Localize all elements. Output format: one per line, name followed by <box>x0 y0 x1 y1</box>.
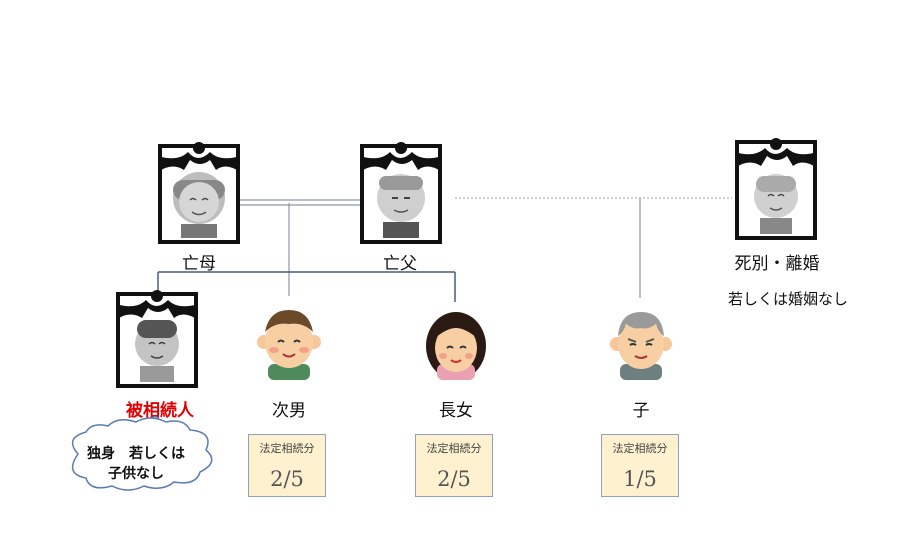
cloud-line-2: 子供なし <box>108 466 164 482</box>
child-share-value: 1/5 <box>623 467 657 491</box>
ex-spouse-note: 若しくは婚姻なし <box>728 290 849 308</box>
ex-spouse-memorial-portrait <box>735 138 817 240</box>
share-heading: 法定相続分 <box>426 442 482 455</box>
mother-memorial-portrait <box>158 142 240 244</box>
share-heading: 法定相続分 <box>259 442 315 455</box>
second-son-label: 次男 <box>272 401 306 421</box>
eldest-daughter-avatar <box>426 312 486 380</box>
father-label: 亡父 <box>383 254 417 274</box>
second-son-avatar <box>257 310 321 380</box>
child-label: 子 <box>632 401 650 421</box>
cloud-text: 独身 若しくは 子供なし <box>78 444 194 484</box>
second-son-share-value: 2/5 <box>270 467 304 491</box>
second-son-share-box: 法定相続分 2/5 <box>248 434 326 497</box>
ex-spouse-label: 死別・離婚 <box>734 254 820 274</box>
eldest-daughter-share-box: 法定相続分 2/5 <box>415 434 493 497</box>
child-share-box: 法定相続分 1/5 <box>601 434 679 497</box>
eldest-daughter-share-value: 2/5 <box>437 467 471 491</box>
deceased-memorial-portrait <box>116 290 198 388</box>
deceased-label: 被相続人 <box>126 401 194 421</box>
child-avatar <box>610 312 672 380</box>
cloud-line-1: 独身 若しくは <box>87 446 185 462</box>
share-heading: 法定相続分 <box>612 442 668 455</box>
father-memorial-portrait <box>360 142 442 244</box>
thought-cloud <box>71 415 213 491</box>
eldest-daughter-label: 長女 <box>439 401 473 421</box>
mother-label: 亡母 <box>182 254 216 274</box>
